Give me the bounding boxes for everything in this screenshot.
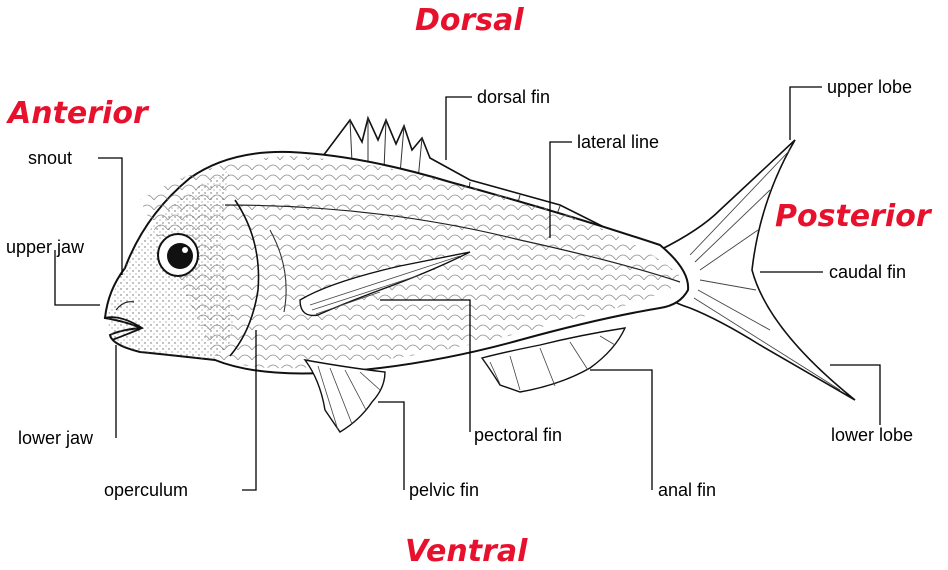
leader-upper-jaw xyxy=(55,250,100,305)
label-dorsal-fin: dorsal fin xyxy=(477,88,550,106)
label-snout: snout xyxy=(28,149,72,167)
leader-pelvic-fin xyxy=(378,402,404,490)
label-pelvic-fin: pelvic fin xyxy=(409,481,479,499)
direction-dorsal: Dorsal xyxy=(415,6,524,36)
direction-anterior: Anterior xyxy=(8,99,148,129)
label-upper-jaw: upper jaw xyxy=(6,238,84,256)
label-lower-jaw: lower jaw xyxy=(18,429,93,447)
label-operculum: operculum xyxy=(104,481,188,499)
label-lower-lobe: lower lobe xyxy=(831,426,913,444)
label-upper-lobe: upper lobe xyxy=(827,78,912,96)
label-anal-fin: anal fin xyxy=(658,481,716,499)
leader-anal-fin xyxy=(590,370,652,490)
leader-lower-lobe xyxy=(830,365,880,425)
leader-upper-lobe xyxy=(790,87,822,140)
label-pectoral-fin: pectoral fin xyxy=(474,426,562,444)
eye-pupil xyxy=(167,243,193,269)
direction-ventral: Ventral xyxy=(405,537,527,567)
eye-highlight xyxy=(182,247,188,253)
label-caudal-fin: caudal fin xyxy=(829,263,906,281)
caudal-fin-shape xyxy=(660,140,855,400)
label-lateral-line: lateral line xyxy=(577,133,659,151)
leader-dorsal-fin xyxy=(446,97,472,160)
direction-posterior: Posterior xyxy=(775,202,931,232)
leader-snout xyxy=(98,158,122,275)
